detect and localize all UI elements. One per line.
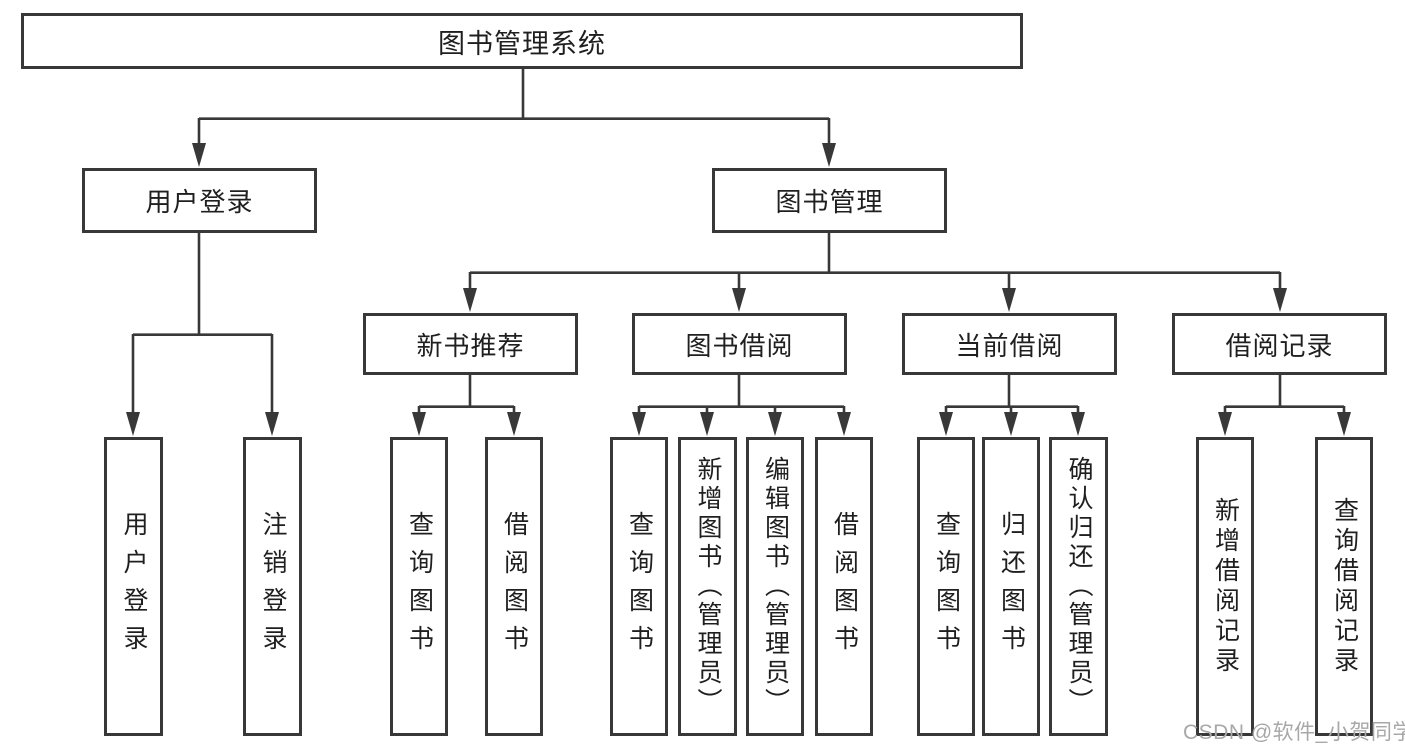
edge-user-login-to-children [126, 233, 279, 436]
node-label: 新增图书（管理员） [694, 456, 722, 717]
leaf-query-borrow-record: 查询借阅记录 [1315, 437, 1373, 736]
node-label: 查询图书 [932, 510, 961, 663]
node-label: 图书借阅 [685, 330, 794, 361]
leaf-return-book: 归还图书 [982, 437, 1040, 736]
leaf-add-borrow-record: 新增借阅记录 [1196, 437, 1254, 736]
edge-book-management-to-level3 [463, 233, 1287, 312]
leaf-borrow-books: 借阅图书 [815, 437, 873, 736]
node-new-book-recommend: 新书推荐 [363, 313, 578, 375]
csdn-watermark: CSDN @软件_小贺同学 [1183, 721, 1405, 744]
node-user-login: 用户登录 [82, 168, 317, 233]
leaf-logout: 注销登录 [243, 437, 302, 736]
node-label: 新增借阅记录 [1211, 496, 1240, 677]
edge-current-borrow-to-children [939, 375, 1085, 436]
leaf-user-login: 用户登录 [104, 437, 163, 736]
node-book-management: 图书管理 [712, 168, 947, 233]
node-label: 用户登录 [145, 187, 254, 217]
node-label: 归还图书 [997, 510, 1026, 663]
node-label: 当前借阅 [955, 330, 1064, 361]
node-label: 确认归还（管理员） [1065, 456, 1093, 717]
node-label: 查询借阅记录 [1330, 496, 1359, 677]
node-label: 新书推荐 [416, 330, 525, 361]
node-library-management-system: 图书管理系统 [21, 13, 1023, 69]
leaf-query-books-recommend: 查询图书 [390, 437, 448, 736]
node-label: 借阅图书 [830, 510, 859, 663]
node-label: 借阅图书 [500, 510, 529, 663]
node-label: 编辑图书（管理员） [761, 456, 790, 717]
node-label: 用户登录 [120, 510, 148, 663]
edge-root-to-level2 [192, 69, 836, 167]
node-book-borrow: 图书借阅 [632, 313, 847, 375]
leaf-query-books-borrow: 查询图书 [610, 437, 668, 736]
leaf-borrow-books-recommend: 借阅图书 [485, 437, 543, 736]
edge-new-book-recommend-to-children [412, 375, 521, 436]
node-label: 图书管理 [775, 187, 884, 217]
leaf-add-book-admin: 新增图书（管理员） [678, 437, 737, 736]
node-label: 图书管理系统 [438, 28, 606, 59]
edge-book-borrow-to-children [632, 375, 851, 436]
node-label: 借阅记录 [1225, 330, 1334, 361]
leaf-edit-book-admin: 编辑图书（管理员） [746, 437, 804, 736]
node-label: 注销登录 [259, 510, 287, 663]
node-current-borrow: 当前借阅 [902, 313, 1117, 375]
edge-borrow-records-to-children [1218, 375, 1351, 436]
node-borrow-records: 借阅记录 [1172, 313, 1387, 375]
node-label: 查询图书 [625, 510, 654, 663]
node-label: 查询图书 [405, 510, 434, 663]
leaf-confirm-return-admin: 确认归还（管理员） [1049, 437, 1108, 736]
leaf-query-books-current: 查询图书 [917, 437, 975, 736]
